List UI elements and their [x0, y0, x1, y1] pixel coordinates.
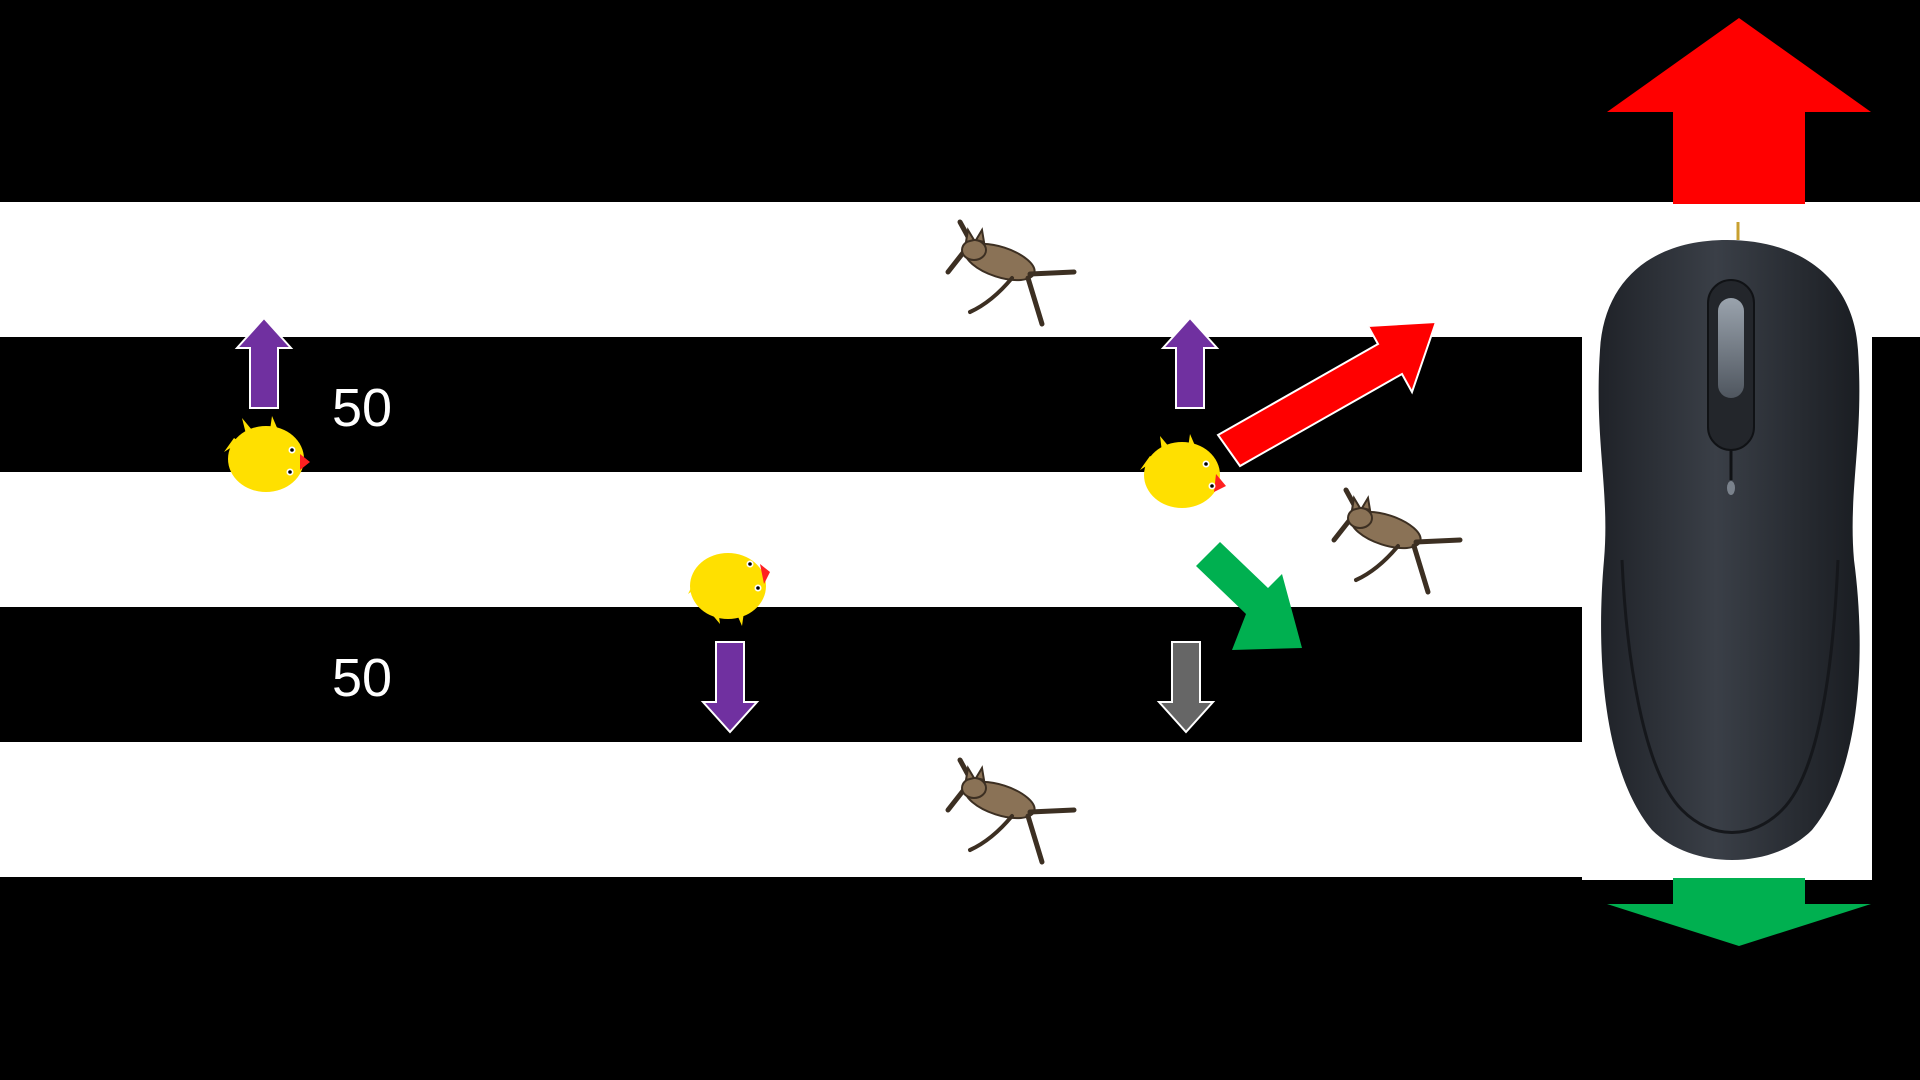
- chick-icon[interactable]: [680, 544, 776, 630]
- diagonal-down-right-arrow-icon: [1196, 542, 1302, 650]
- controller-panel: [1582, 210, 1872, 880]
- chick-icon[interactable]: [218, 412, 314, 498]
- down-arrow-icon: [700, 641, 760, 734]
- score-label-upper: 50: [332, 378, 393, 438]
- down-arrow-icon: [1156, 641, 1216, 734]
- up-arrow-icon: [234, 316, 294, 409]
- lane-dark-bottom: [0, 877, 1920, 1080]
- lane-dark-top: [0, 0, 1920, 202]
- leaping-cat-icon[interactable]: [942, 750, 1082, 870]
- computer-mouse-icon[interactable]: [1582, 210, 1872, 880]
- diagonal-up-right-arrow-icon: [1216, 320, 1438, 468]
- score-label-lower: 50: [332, 648, 393, 708]
- down-arrow-icon: [1607, 878, 1871, 946]
- lane-dark-3: [0, 607, 1582, 742]
- lane-light-3: [0, 742, 1582, 877]
- up-arrow-icon: [1607, 18, 1871, 204]
- leaping-cat-icon[interactable]: [942, 212, 1082, 332]
- leaping-cat-icon[interactable]: [1328, 480, 1468, 600]
- lane-light-2: [0, 472, 1582, 607]
- up-arrow-icon: [1160, 316, 1220, 409]
- chick-icon[interactable]: [1134, 428, 1230, 514]
